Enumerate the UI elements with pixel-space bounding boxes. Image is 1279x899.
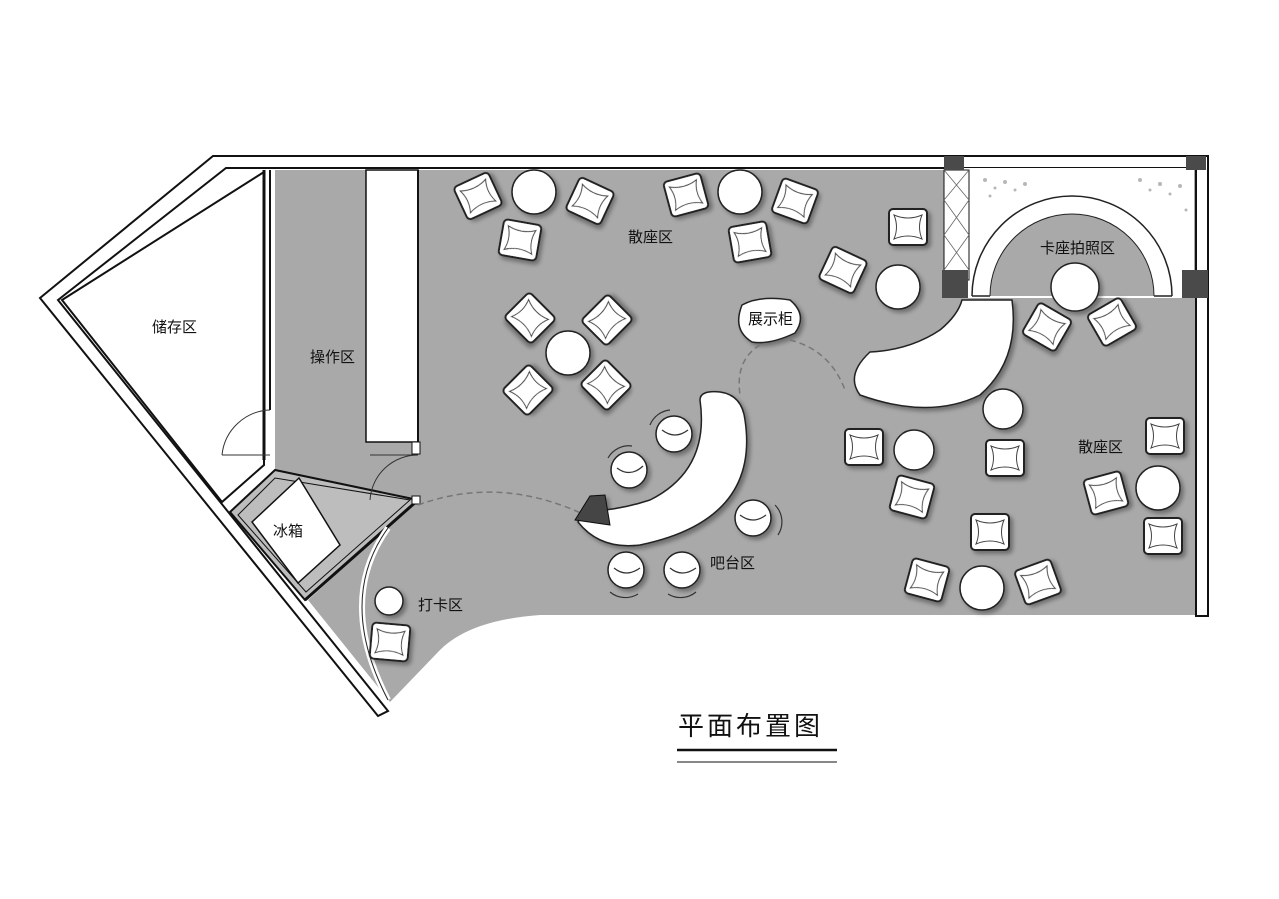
- lounge-zone-label-top: 散座区: [628, 228, 673, 246]
- display-cabinet: [737, 297, 846, 396]
- checkin-screen: [359, 491, 586, 702]
- bar-counter: [574, 390, 748, 547]
- booth-photo-area: [942, 156, 1208, 298]
- fridge-label: 冰箱: [273, 522, 303, 540]
- fridge-room: [228, 468, 421, 602]
- booth-counter: [853, 299, 1015, 409]
- building-shell: [38, 155, 1209, 718]
- lounge-zone-label-right: 散座区: [1078, 438, 1123, 456]
- plan-title-block: 平面布置图: [677, 712, 837, 763]
- bar-stools: [607, 409, 783, 599]
- tables: [374, 169, 1181, 616]
- operation-counter: [365, 169, 421, 505]
- page-title: 平面布置图: [678, 712, 823, 742]
- checkin-zone-label: 打卡区: [418, 596, 463, 614]
- storage-zone-label: 储存区: [152, 318, 197, 336]
- bar-zone-label: 吧台区: [710, 554, 755, 572]
- booth-photo-zone-label: 卡座拍照区: [1040, 239, 1115, 257]
- zone-labels: 储存区 操作区 冰箱 打卡区 吧台区 展示柜 散座区 散座区 卡座拍照区: [152, 228, 1123, 614]
- storage-room: [60, 170, 271, 504]
- operation-zone-label: 操作区: [310, 348, 355, 366]
- display-cabinet-label: 展示柜: [748, 310, 793, 328]
